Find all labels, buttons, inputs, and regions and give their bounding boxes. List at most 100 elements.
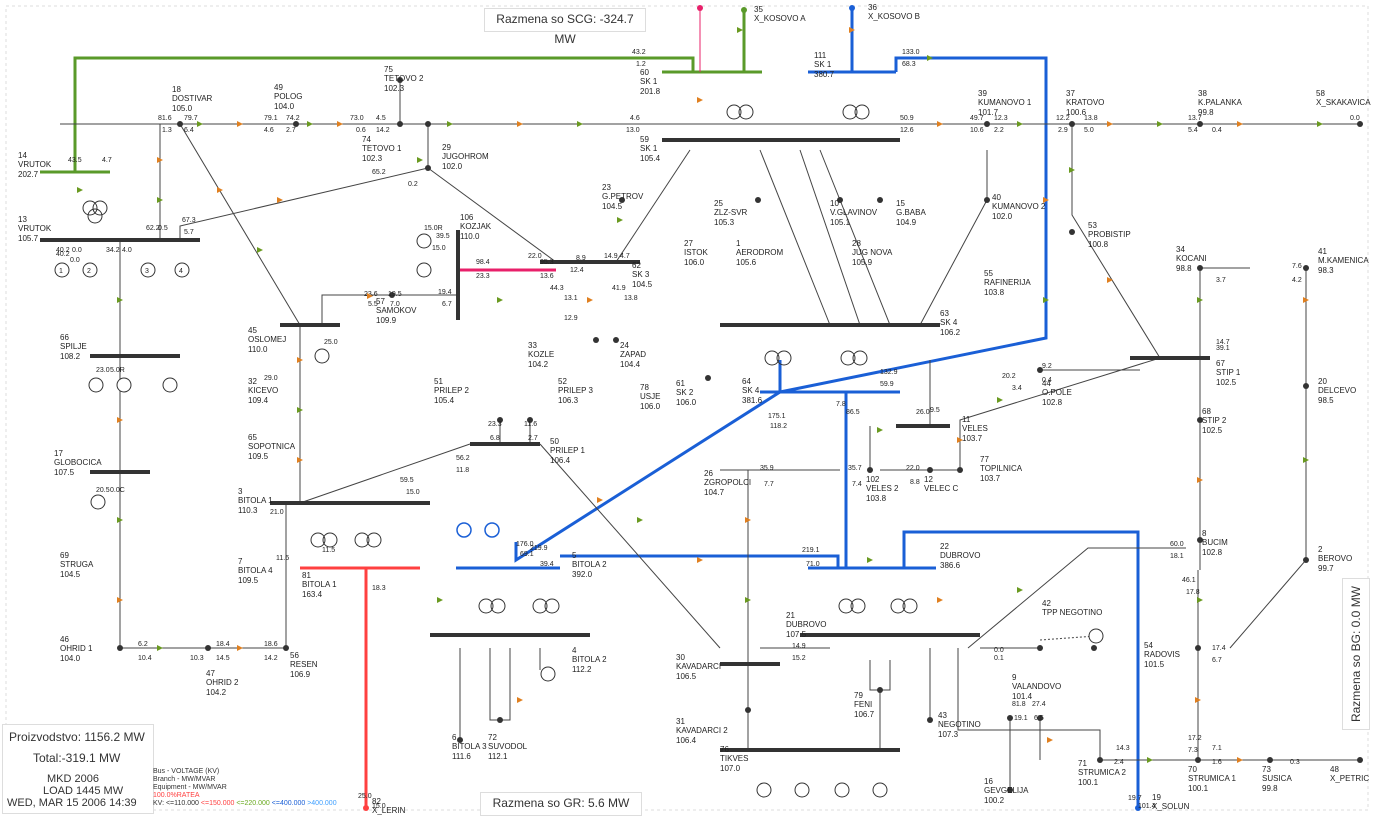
generator-icon[interactable]: [756, 782, 772, 798]
system-load: LOAD 1445 MW: [43, 785, 124, 797]
bus-sub: PRILEP 1: [550, 446, 586, 455]
line-bitola2-dubrovo-400[interactable]: [560, 554, 840, 568]
line-dubrovo-solun-400[interactable]: [902, 530, 1140, 808]
bus-name: 65: [248, 433, 257, 442]
branch-flow-value: 2.7: [528, 435, 538, 442]
transformer-icon: [532, 598, 548, 614]
generator-icon[interactable]: [416, 262, 432, 278]
bus-sub: KRATOVO: [1066, 98, 1104, 107]
branch-flow-value: 7.1: [1212, 745, 1222, 752]
bus-name: 57: [376, 297, 385, 306]
bus-sub: OHRID 1: [60, 644, 93, 653]
flow-arrow-icon: [117, 297, 123, 303]
generator-icon[interactable]: [794, 782, 810, 798]
branch-flow-value: 67.3: [182, 217, 196, 224]
generator-number: 2: [87, 268, 91, 275]
generator-icon[interactable]: [1088, 628, 1104, 644]
exchange-bg: Razmena so BG: 0.0 MW: [1349, 585, 1363, 723]
bus-name: 29: [442, 143, 451, 152]
generator-icon[interactable]: [90, 494, 106, 510]
generator-icon[interactable]: [116, 377, 132, 393]
bus-name: 13: [18, 215, 27, 224]
transformers: [82, 104, 918, 614]
flow-arrow-icon: [637, 517, 643, 523]
generator-icon[interactable]: [140, 262, 156, 278]
bus-v: 105.1: [830, 218, 851, 227]
branch-flow-value: 35.9: [760, 465, 774, 472]
bus-sub: KOZLE: [528, 350, 554, 359]
bus-v: 104.2: [206, 688, 227, 697]
bus-v: 98.5: [1318, 396, 1334, 405]
branch-flow-value: 0.5: [158, 225, 168, 232]
bus-name: 19: [1152, 793, 1161, 802]
bus-v: 100.1: [1078, 778, 1099, 787]
branch-flow-value: 4.6: [264, 127, 274, 134]
bus-name: 21: [786, 611, 795, 620]
generator-icon[interactable]: [162, 377, 178, 393]
generator-number: 1: [59, 268, 63, 275]
transformer-icon: [842, 104, 858, 120]
bus-sub: ZGROPOLCI: [704, 478, 751, 487]
generator-icon[interactable]: [540, 666, 556, 682]
generator-icon[interactable]: [834, 782, 850, 798]
bus-v: 99.8: [1262, 784, 1278, 793]
generator-icon[interactable]: [456, 522, 472, 538]
bus-sub: NEGOTINO: [938, 720, 981, 729]
branch-flow-value: 175.1: [768, 413, 786, 420]
generator-icon[interactable]: [416, 233, 432, 249]
bus-sub: SK 3: [632, 270, 650, 279]
line-vrutok-sk1-220[interactable]: [73, 56, 695, 172]
generator-icon[interactable]: [54, 262, 70, 278]
generator-output-value: 20.5: [96, 487, 110, 494]
bus-sub: BITOLA 2: [572, 560, 607, 569]
generator-icon[interactable]: [484, 522, 500, 538]
bus-v: 107.5: [786, 630, 807, 639]
bus-name: 47: [206, 669, 215, 678]
line-sk4-bitola2-400[interactable]: [514, 390, 781, 563]
generator-icon[interactable]: [174, 262, 190, 278]
flow-arrow-icon: [745, 517, 751, 523]
transformer-icon: [838, 598, 854, 614]
bus-name: 42: [1042, 599, 1051, 608]
bus-sub: STRUMICA 2: [1078, 768, 1127, 777]
branch-flow-value: 132.9: [880, 369, 898, 376]
bus-v: 105.0: [172, 104, 193, 113]
generator-icon[interactable]: [88, 377, 104, 393]
bus-sub: TETOVO 1: [362, 144, 402, 153]
bus-sub: VALANDOVO: [1012, 682, 1061, 691]
flow-arrow-icon: [877, 427, 883, 433]
bus-name: 6: [452, 733, 457, 742]
bus-v: 105.4: [434, 396, 455, 405]
branch-flow-value: 86.5: [846, 409, 860, 416]
branch-flow-value: 23.3: [488, 421, 502, 428]
branch-flow-value: 10.4: [138, 655, 152, 662]
generator-icon[interactable]: [872, 782, 888, 798]
generator-icon[interactable]: [314, 348, 330, 364]
line-sk1-sk4-400[interactable]: [778, 56, 1048, 394]
generator-icon[interactable]: [82, 262, 98, 278]
flow-arrow-icon: [517, 697, 523, 703]
bus-v: 107.0: [720, 764, 741, 773]
branch-flow-value: 0.4: [1212, 127, 1222, 134]
kv220-lines: [40, 10, 762, 174]
bus-sub: OHRID 2: [206, 678, 239, 687]
bus-sub: KAVADARCI: [676, 662, 721, 671]
bus-v: 111.6: [452, 752, 471, 761]
legend-kv110: KV: <=110.000: [153, 800, 199, 807]
bus-sub: USJE: [640, 392, 660, 401]
bus-name: 1: [736, 239, 741, 248]
bus-name: 52: [558, 377, 567, 386]
